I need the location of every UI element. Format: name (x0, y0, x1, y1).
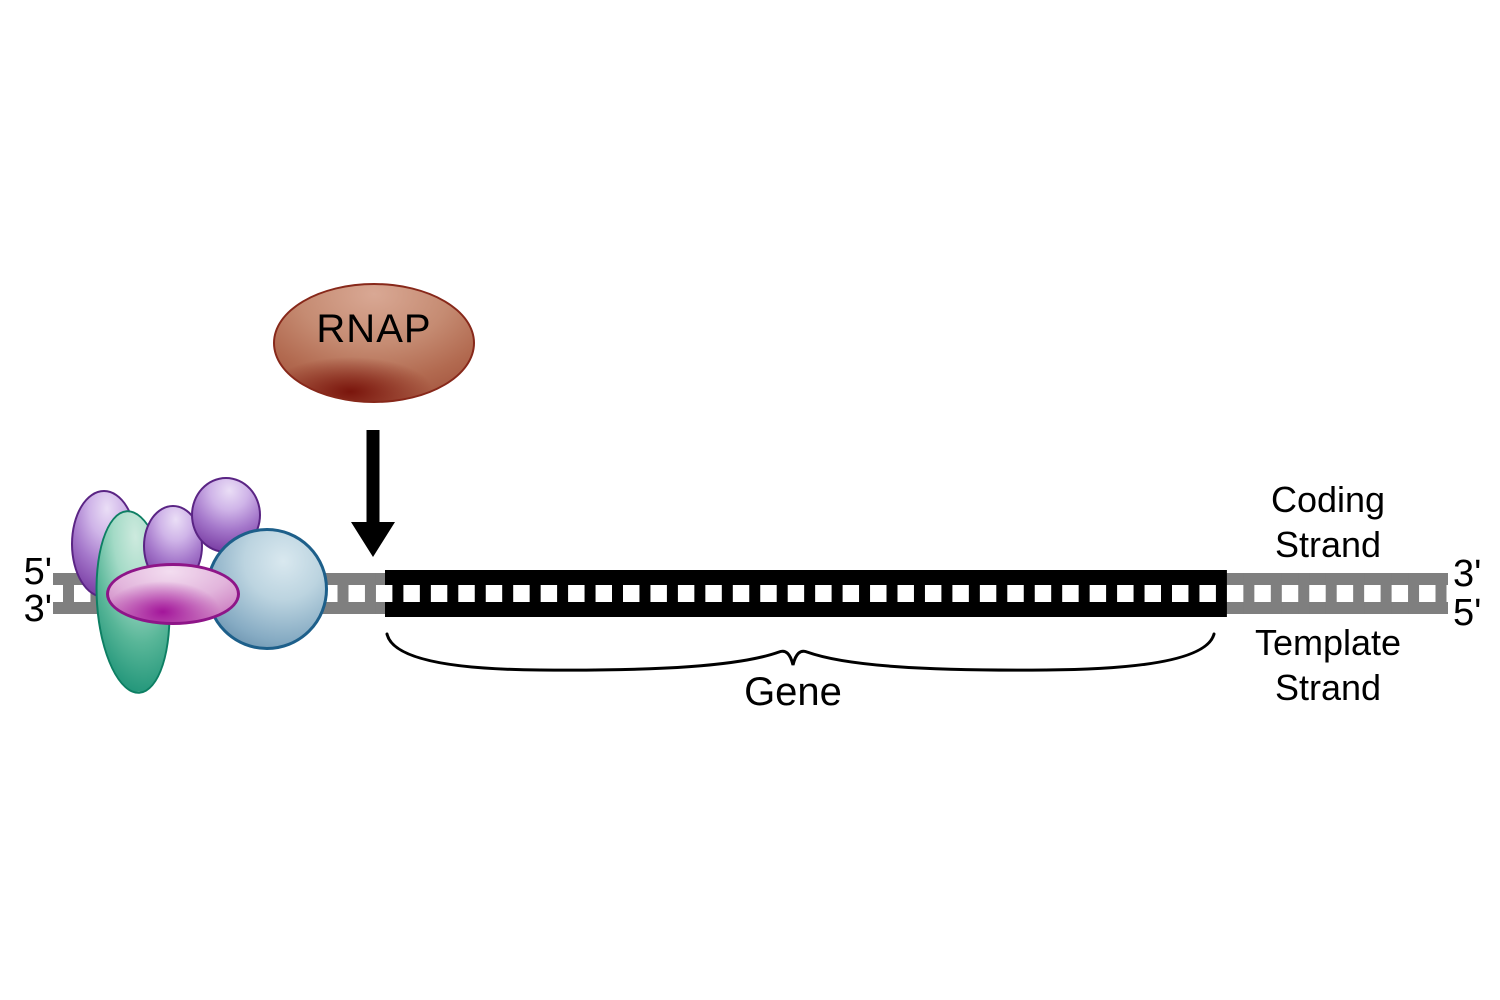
coding-strand-label: Coding Strand (1208, 477, 1448, 567)
template-strand-label-line2: Strand (1274, 667, 1382, 708)
template-strand-label: Template Strand (1208, 620, 1448, 710)
right-end-3prime-label: 3' (1453, 553, 1482, 595)
dna-ladder (53, 570, 1448, 617)
coding-strand-label-line1: Coding (1270, 479, 1386, 520)
gene-label: Gene (744, 670, 842, 714)
left-end-3prime-label: 3' (23, 588, 52, 630)
transcription-factor-magenta (106, 563, 240, 625)
template-strand-label-line1: Template (1254, 622, 1402, 663)
coding-strand-label-line2: Strand (1274, 524, 1382, 565)
right-end-5prime-label: 5' (1453, 592, 1482, 634)
gene-region (385, 570, 1227, 617)
rnap-label: RNAP (316, 306, 432, 351)
rnap-enzyme-shape: RNAP (273, 283, 475, 403)
left-end-5prime-label: 5' (23, 551, 52, 593)
gene-brace (385, 632, 1216, 672)
rnap-recruitment-arrow (351, 430, 395, 557)
